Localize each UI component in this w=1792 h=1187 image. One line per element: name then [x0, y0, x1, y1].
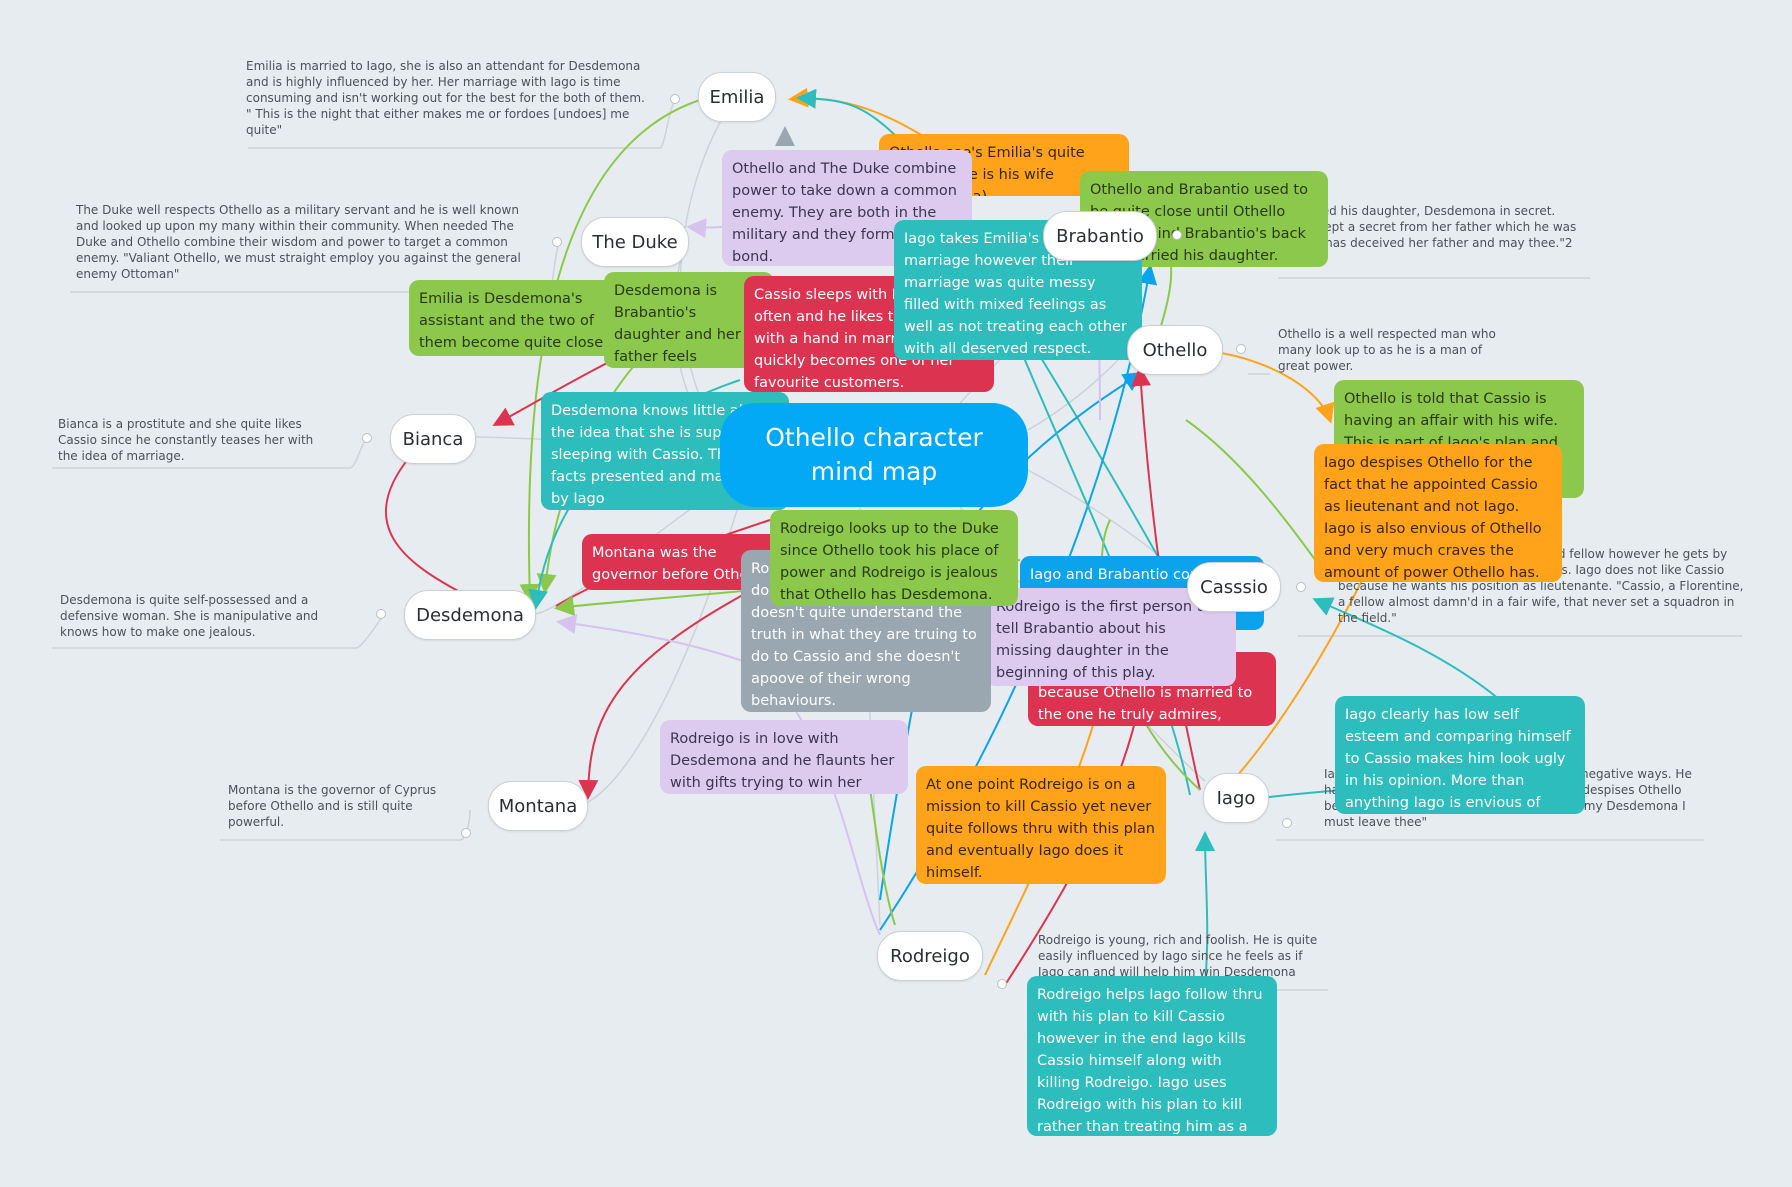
node-desdemona[interactable]: Desdemona — [404, 590, 536, 640]
connector-dot[interactable] — [362, 433, 372, 443]
node-cassio[interactable]: Casssio — [1187, 562, 1281, 612]
note-rodreigo: Rodreigo is young, rich and foolish. He … — [1038, 933, 1318, 995]
connector-dot[interactable] — [670, 94, 680, 104]
note-bianca: Bianca is a prostitute and she quite lik… — [58, 417, 314, 463]
card-emilia-desdemona: Emilia is Desdemona's assistant and the … — [409, 280, 635, 356]
card-rodreigo-cassio: At one point Rodreigo is on a mission to… — [916, 766, 1166, 884]
node-iago[interactable]: Iago — [1203, 773, 1269, 823]
connector-dot[interactable] — [461, 828, 471, 838]
node-montana[interactable]: Montana — [488, 781, 588, 831]
card-rodreigo-desdemona: Rodreigo is in love with Desdemona and h… — [660, 720, 908, 794]
note-montana: Montana is the governor of Cyprus before… — [228, 783, 437, 829]
node-rodreigo[interactable]: Rodreigo — [877, 931, 983, 981]
connector-dot[interactable] — [552, 237, 562, 247]
node-othello[interactable]: Othello — [1127, 325, 1223, 375]
connector-dot[interactable] — [1172, 230, 1182, 240]
card-rodreigo-duke: Rodreigo looks up to the Duke since Othe… — [770, 510, 1018, 606]
note-othello: Othello is a well respected man who many… — [1278, 327, 1496, 373]
node-emilia[interactable]: Emilia — [698, 72, 776, 122]
card-rodreigo-iago-helps: Rodreigo helps Iago follow thru with his… — [1027, 976, 1277, 1136]
node-bianca[interactable]: Bianca — [390, 414, 476, 464]
central-topic[interactable]: Othello character mind map — [720, 403, 1028, 507]
card-iago-cassio: Iago clearly has low self esteem and com… — [1335, 696, 1585, 814]
node-brabantio[interactable]: Brabantio — [1043, 211, 1157, 261]
card-iago-othello: Iago despises Othello for the fact that … — [1314, 444, 1562, 582]
connector-dot[interactable] — [1282, 818, 1292, 828]
node-the-duke[interactable]: The Duke — [581, 217, 689, 267]
connector-dot[interactable] — [997, 979, 1007, 989]
connector-dot[interactable] — [376, 609, 386, 619]
note-desdemona: Desdemona is quite self-possessed and a … — [60, 593, 319, 639]
connector-dot[interactable] — [1296, 582, 1306, 592]
connector-dot[interactable] — [1236, 344, 1246, 354]
note-duke: The Duke well respects Othello as a mili… — [76, 203, 521, 281]
note-emilia: Emilia is married to Iago, she is also a… — [246, 59, 645, 137]
